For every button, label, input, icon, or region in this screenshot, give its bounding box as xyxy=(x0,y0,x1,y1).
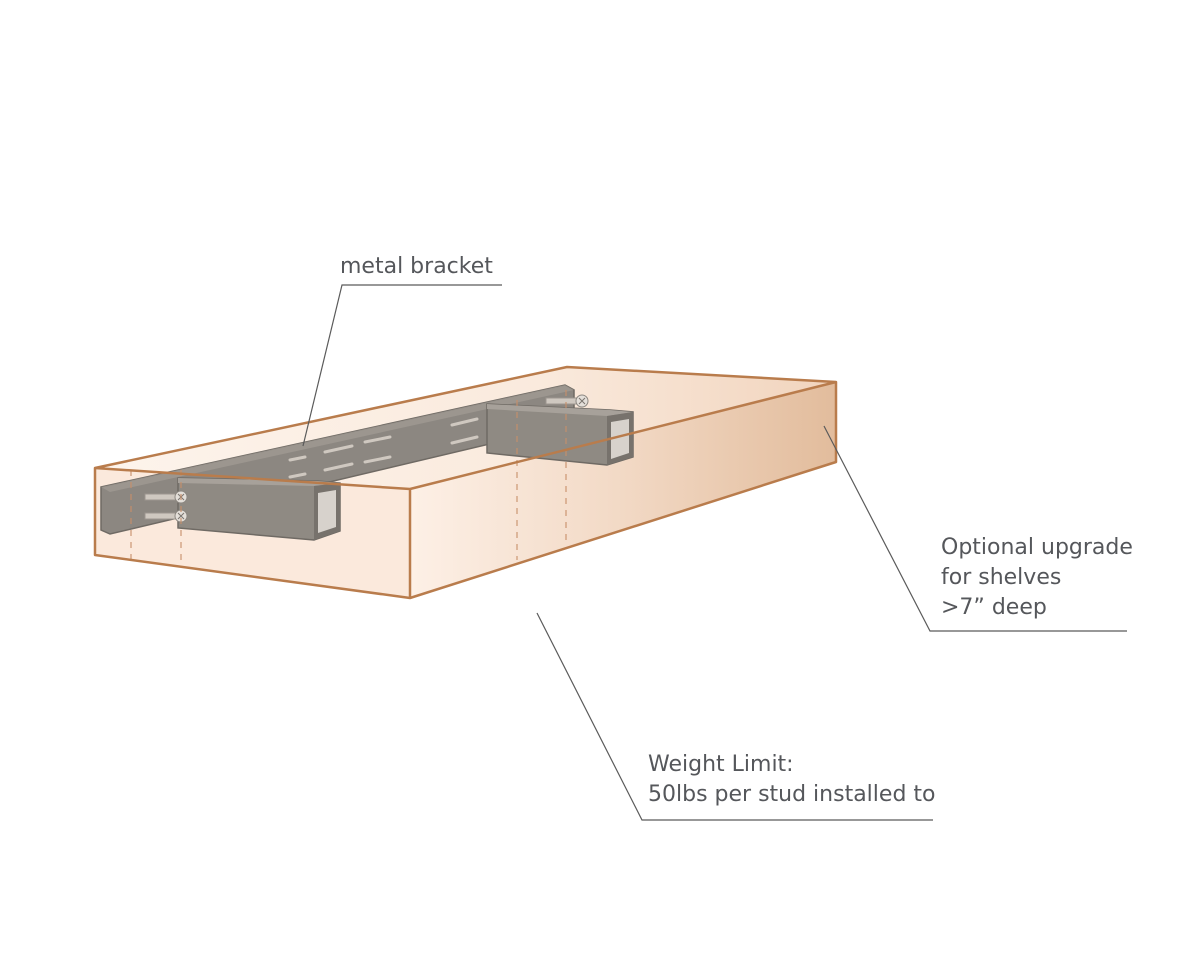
leader-bracket xyxy=(302,284,502,447)
label-optional-upgrade: Optional upgrade for shelves >7” deep xyxy=(941,533,1133,623)
bracket-screws-right xyxy=(545,394,589,408)
metal-bracket xyxy=(100,384,634,541)
leader-upgrade xyxy=(823,425,1127,632)
label-weight-line-1: Weight Limit: xyxy=(648,752,794,777)
shelf-outline xyxy=(93,365,838,600)
label-upgrade-line-3: >7” deep xyxy=(941,595,1047,620)
label-weight-limit: Weight Limit: 50lbs per stud installed t… xyxy=(648,750,935,810)
label-weight-line-2: 50lbs per stud installed to xyxy=(648,782,936,807)
bracket-screws-left xyxy=(144,490,188,523)
label-metal-bracket: metal bracket xyxy=(340,252,493,282)
leader-weight xyxy=(536,612,933,821)
label-metal-bracket-text: metal bracket xyxy=(340,254,493,279)
label-upgrade-line-1: Optional upgrade xyxy=(941,535,1133,560)
bracket-slots xyxy=(288,417,479,479)
leader-lines xyxy=(302,284,1127,821)
label-upgrade-line-2: for shelves xyxy=(941,565,1062,590)
